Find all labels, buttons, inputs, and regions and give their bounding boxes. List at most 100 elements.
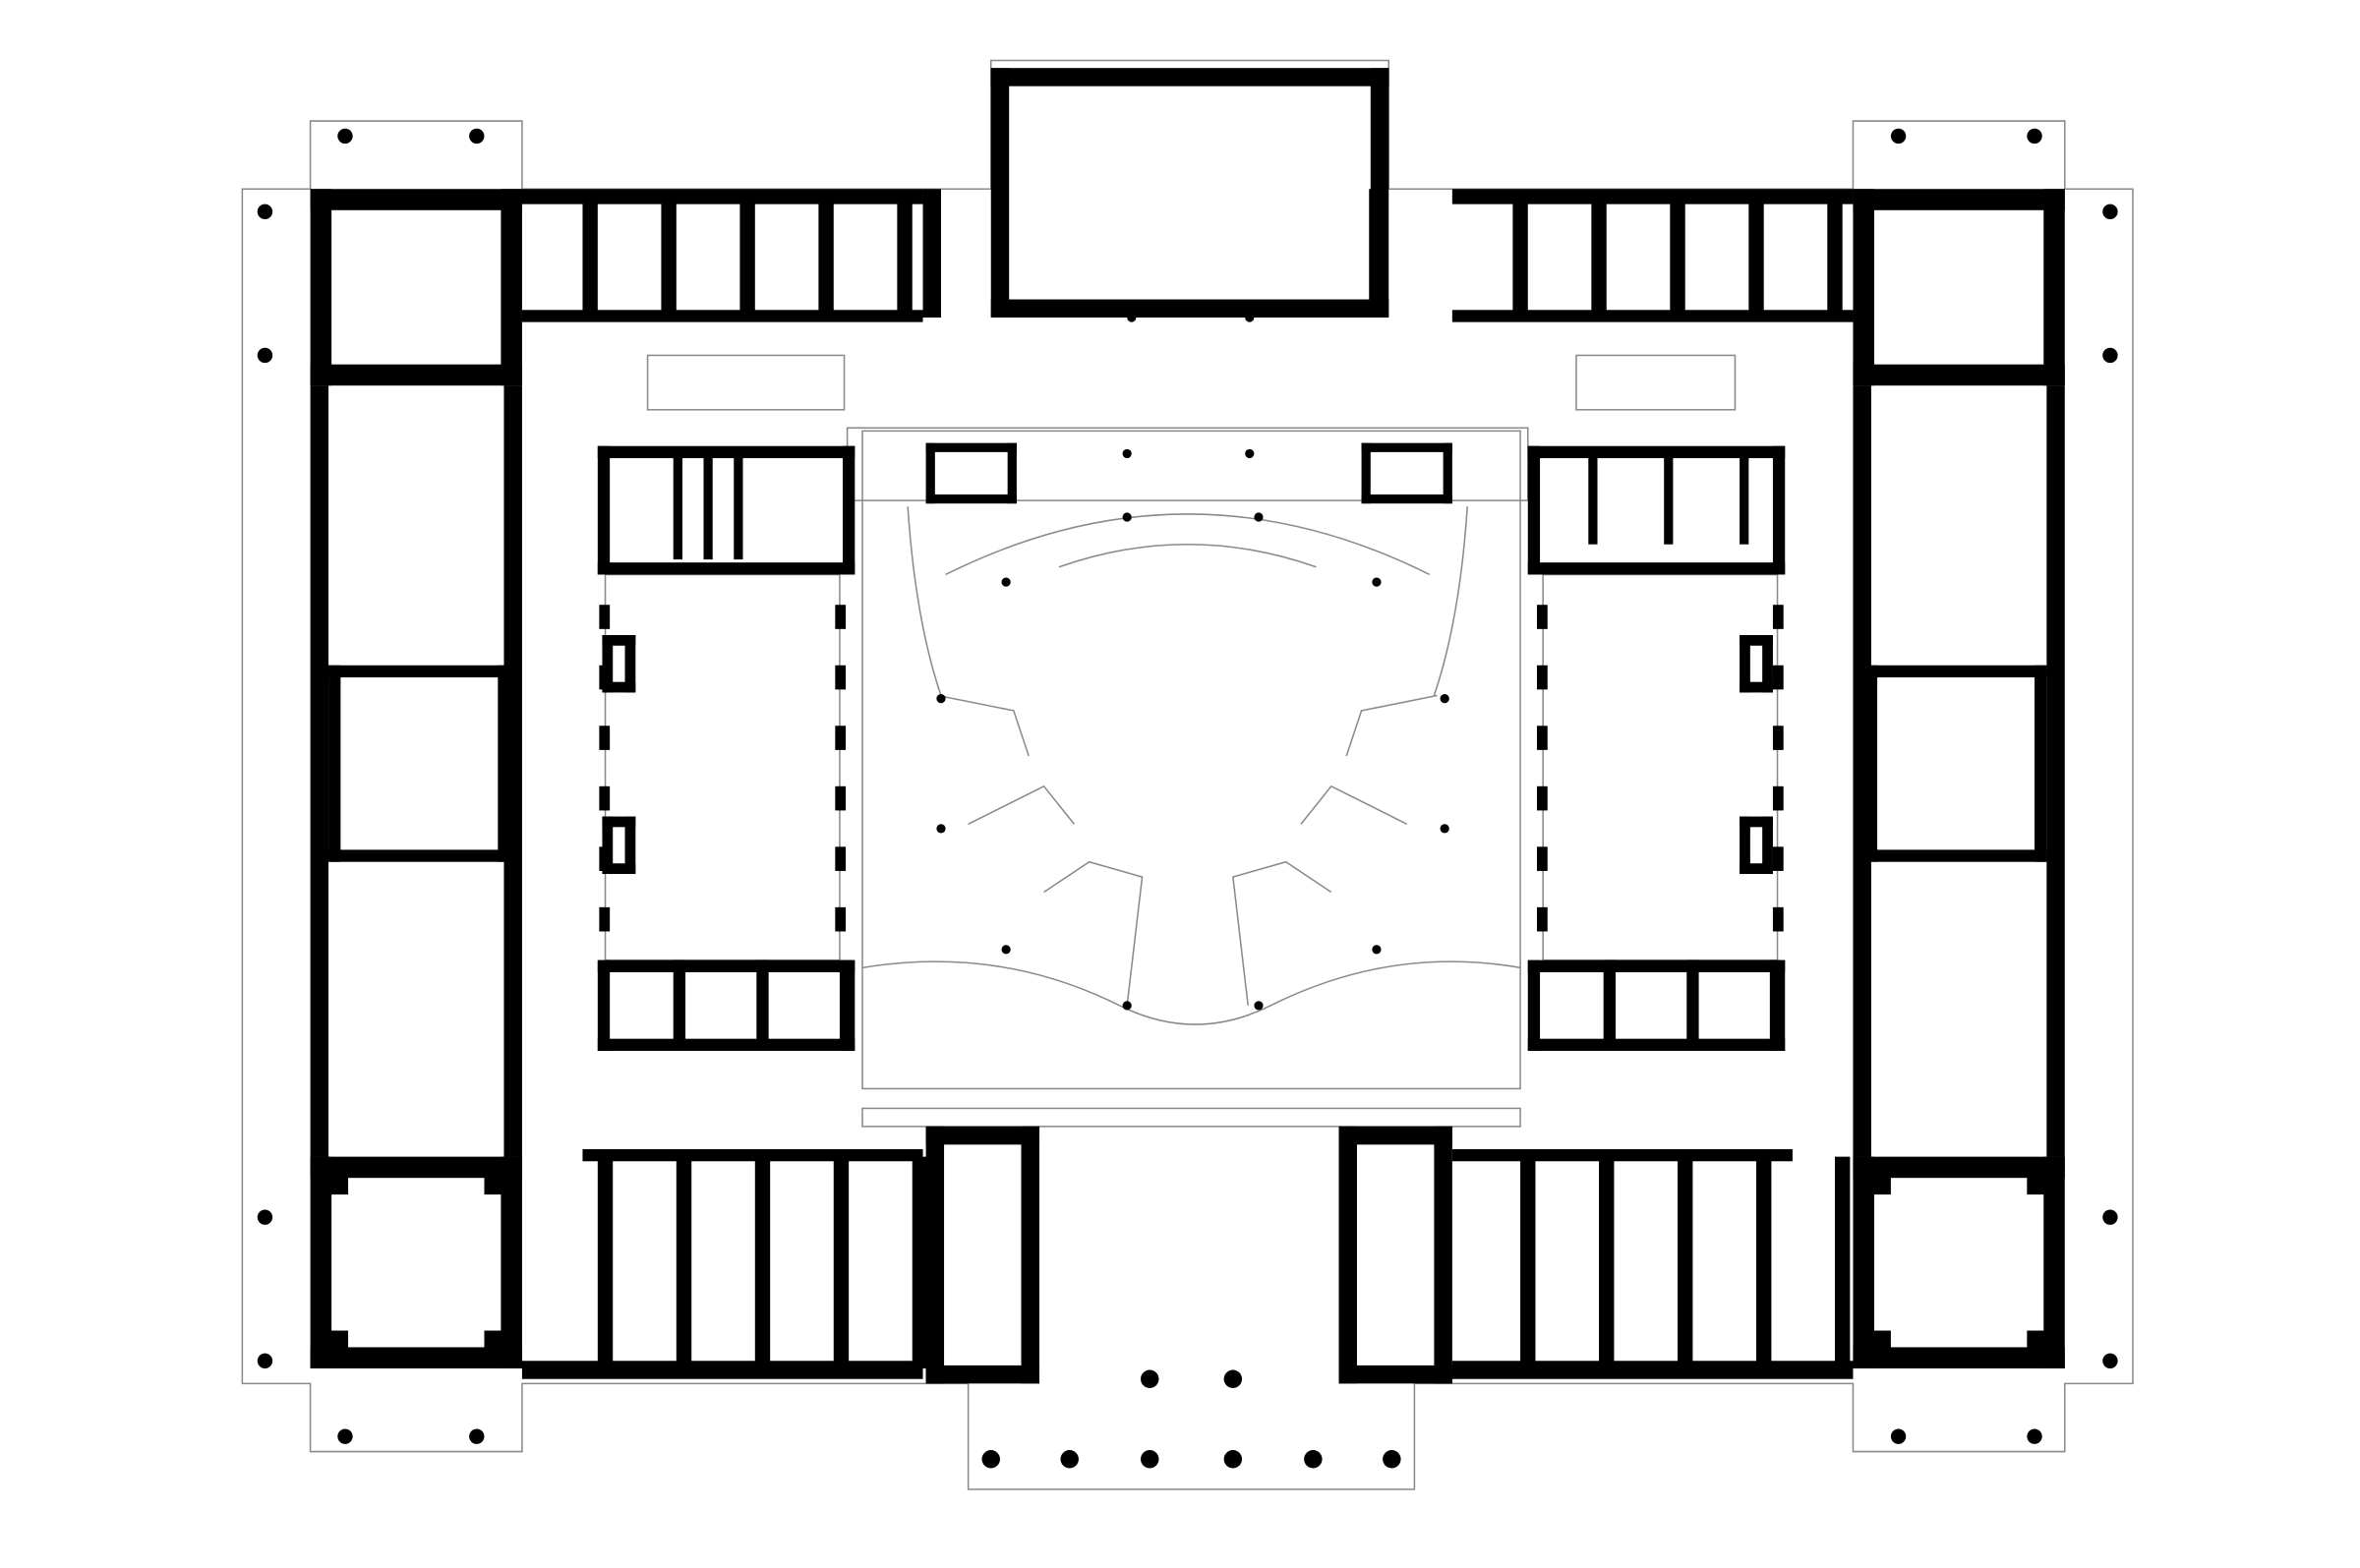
court-pier (835, 846, 847, 871)
column (1122, 512, 1132, 522)
court-pier (624, 816, 636, 875)
pavilion-ne-wall (1853, 189, 2065, 210)
column (1223, 1450, 1243, 1469)
central-hall (861, 430, 1521, 1090)
column (1001, 577, 1011, 587)
court-pier (599, 846, 611, 871)
column (257, 1353, 273, 1368)
pavilion-se-wall (1853, 1156, 2065, 1179)
pavilion-sw-wall (310, 1347, 522, 1368)
south-wing-partition (676, 1156, 692, 1368)
court-pier (1536, 846, 1548, 871)
court-pier (1762, 816, 1773, 875)
court-right-rooms (1527, 959, 1541, 1051)
east-room (2035, 665, 2047, 862)
west-wall (310, 385, 329, 1157)
north-wing-wall-left (521, 310, 923, 322)
column (337, 128, 353, 145)
auditorium-front-curve (861, 960, 1521, 1025)
east-wall (2046, 385, 2065, 1157)
west-room (328, 665, 510, 678)
lobby-booth (1443, 442, 1452, 504)
column (936, 824, 946, 834)
court-pier (1536, 785, 1548, 811)
south-wing-partition (754, 1156, 771, 1368)
seating-sector-4 (1345, 694, 1438, 757)
seating-arc-outer (945, 513, 1431, 576)
court-pier (1772, 846, 1784, 871)
court-pier (835, 665, 847, 690)
column (1245, 448, 1255, 459)
court-pier (602, 634, 614, 693)
court-pier (1772, 665, 1784, 690)
column (1372, 577, 1382, 587)
court-pier (1772, 605, 1784, 629)
south-wing-partition (1599, 1156, 1615, 1368)
court-pier (1536, 726, 1548, 750)
entrance-wall-left (925, 1126, 1039, 1145)
lobby-booth (925, 442, 935, 504)
octagon-corner (484, 1330, 515, 1362)
octagon-corner (1860, 1164, 1891, 1195)
entrance-wall-right (1338, 1365, 1452, 1384)
north-wing-partition (1512, 196, 1528, 318)
partition (756, 959, 769, 1044)
column (2102, 347, 2118, 364)
octagon-corner (318, 1330, 349, 1362)
court-right-rooms (1527, 959, 1786, 972)
court-pier (599, 665, 611, 690)
court-pier (624, 634, 636, 693)
column (1060, 1450, 1079, 1469)
column (2102, 1353, 2118, 1368)
north-wing-wall-left (521, 189, 923, 204)
top-hall-wall (990, 68, 1010, 318)
pavilion-se-wall (1853, 1156, 1874, 1368)
pavilion-nw-wall (310, 189, 522, 210)
court-pier (1772, 906, 1784, 932)
court-pier (602, 816, 636, 828)
partition (1686, 959, 1699, 1044)
column (1372, 945, 1382, 955)
court-pier (1740, 681, 1773, 693)
court-left-rooms (843, 445, 856, 575)
bench-right (1575, 354, 1737, 411)
octagon-corner (2027, 1330, 2058, 1362)
column (1890, 128, 1907, 145)
column (2102, 1209, 2118, 1225)
court-left-rooms (597, 959, 856, 972)
partition (1769, 959, 1783, 1044)
west-room (328, 665, 341, 862)
entrance-wall-left (925, 1126, 945, 1384)
top-hall-wall (990, 299, 1389, 318)
south-wing-partition (833, 1156, 850, 1368)
stair-wall (1369, 189, 1387, 318)
court-right-rooms (1772, 445, 1786, 575)
column (469, 128, 485, 145)
court-left-rooms (597, 562, 856, 575)
partition (703, 453, 713, 560)
court-pier (599, 785, 611, 811)
court-pier (1536, 906, 1548, 932)
pavilion-ne-wall (1853, 189, 1874, 386)
column (1440, 824, 1449, 834)
lobby-booth (1361, 494, 1452, 504)
column (1254, 512, 1264, 522)
south-wing-partition (1834, 1156, 1851, 1368)
court-right-rooms (1527, 445, 1541, 575)
court-pier (1536, 605, 1548, 629)
column (936, 693, 946, 704)
south-wing-wall-right (1451, 1148, 1793, 1162)
court-pier (602, 634, 636, 646)
court-left-rooms (597, 959, 611, 1051)
pavilion-sw-wall (310, 1156, 332, 1368)
north-wing-partition (739, 196, 755, 318)
west-inner-wall (503, 385, 522, 1157)
column (1254, 1001, 1264, 1011)
court-pier (1772, 726, 1784, 750)
court-pier (1740, 816, 1750, 875)
north-wing-partition (661, 196, 677, 318)
column (257, 1209, 273, 1225)
octagon-corner (1860, 1330, 1891, 1362)
